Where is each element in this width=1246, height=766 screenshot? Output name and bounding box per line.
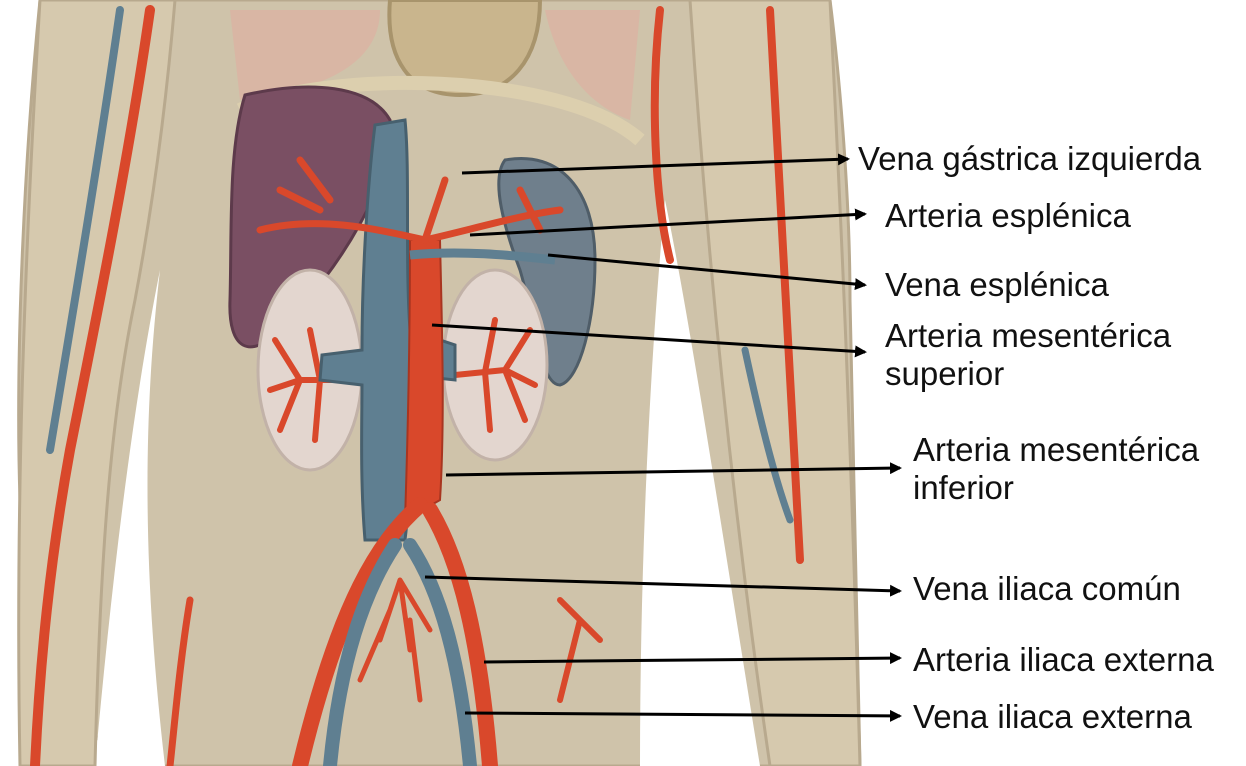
- label-arteria-mesenterica-inferior: Arteria mesentérica inferior: [913, 431, 1199, 507]
- leader-arteria-iliaca-externa: [484, 658, 900, 662]
- label-vena-esplenica: Vena esplénica: [885, 266, 1109, 304]
- leader-arteria-mesenterica-superior: [432, 325, 865, 352]
- label-arteria-mesenterica-superior: Arteria mesentérica superior: [885, 317, 1171, 393]
- leader-arteria-esplenica: [470, 214, 865, 235]
- leader-vena-iliaca-externa: [465, 713, 900, 716]
- leader-vena-gastrica-izquierda: [462, 159, 848, 173]
- label-vena-iliaca-externa: Vena iliaca externa: [913, 698, 1192, 736]
- leader-vena-esplenica: [548, 255, 865, 285]
- label-vena-gastrica-izquierda: Vena gástrica izquierda: [858, 140, 1201, 178]
- label-arteria-iliaca-externa: Arteria iliaca externa: [913, 641, 1214, 679]
- label-vena-iliaca-comun: Vena iliaca común: [913, 570, 1181, 608]
- label-arteria-esplenica: Arteria esplénica: [885, 197, 1131, 235]
- leader-arteria-mesenterica-inferior: [446, 468, 900, 475]
- leader-vena-iliaca-comun: [425, 577, 900, 591]
